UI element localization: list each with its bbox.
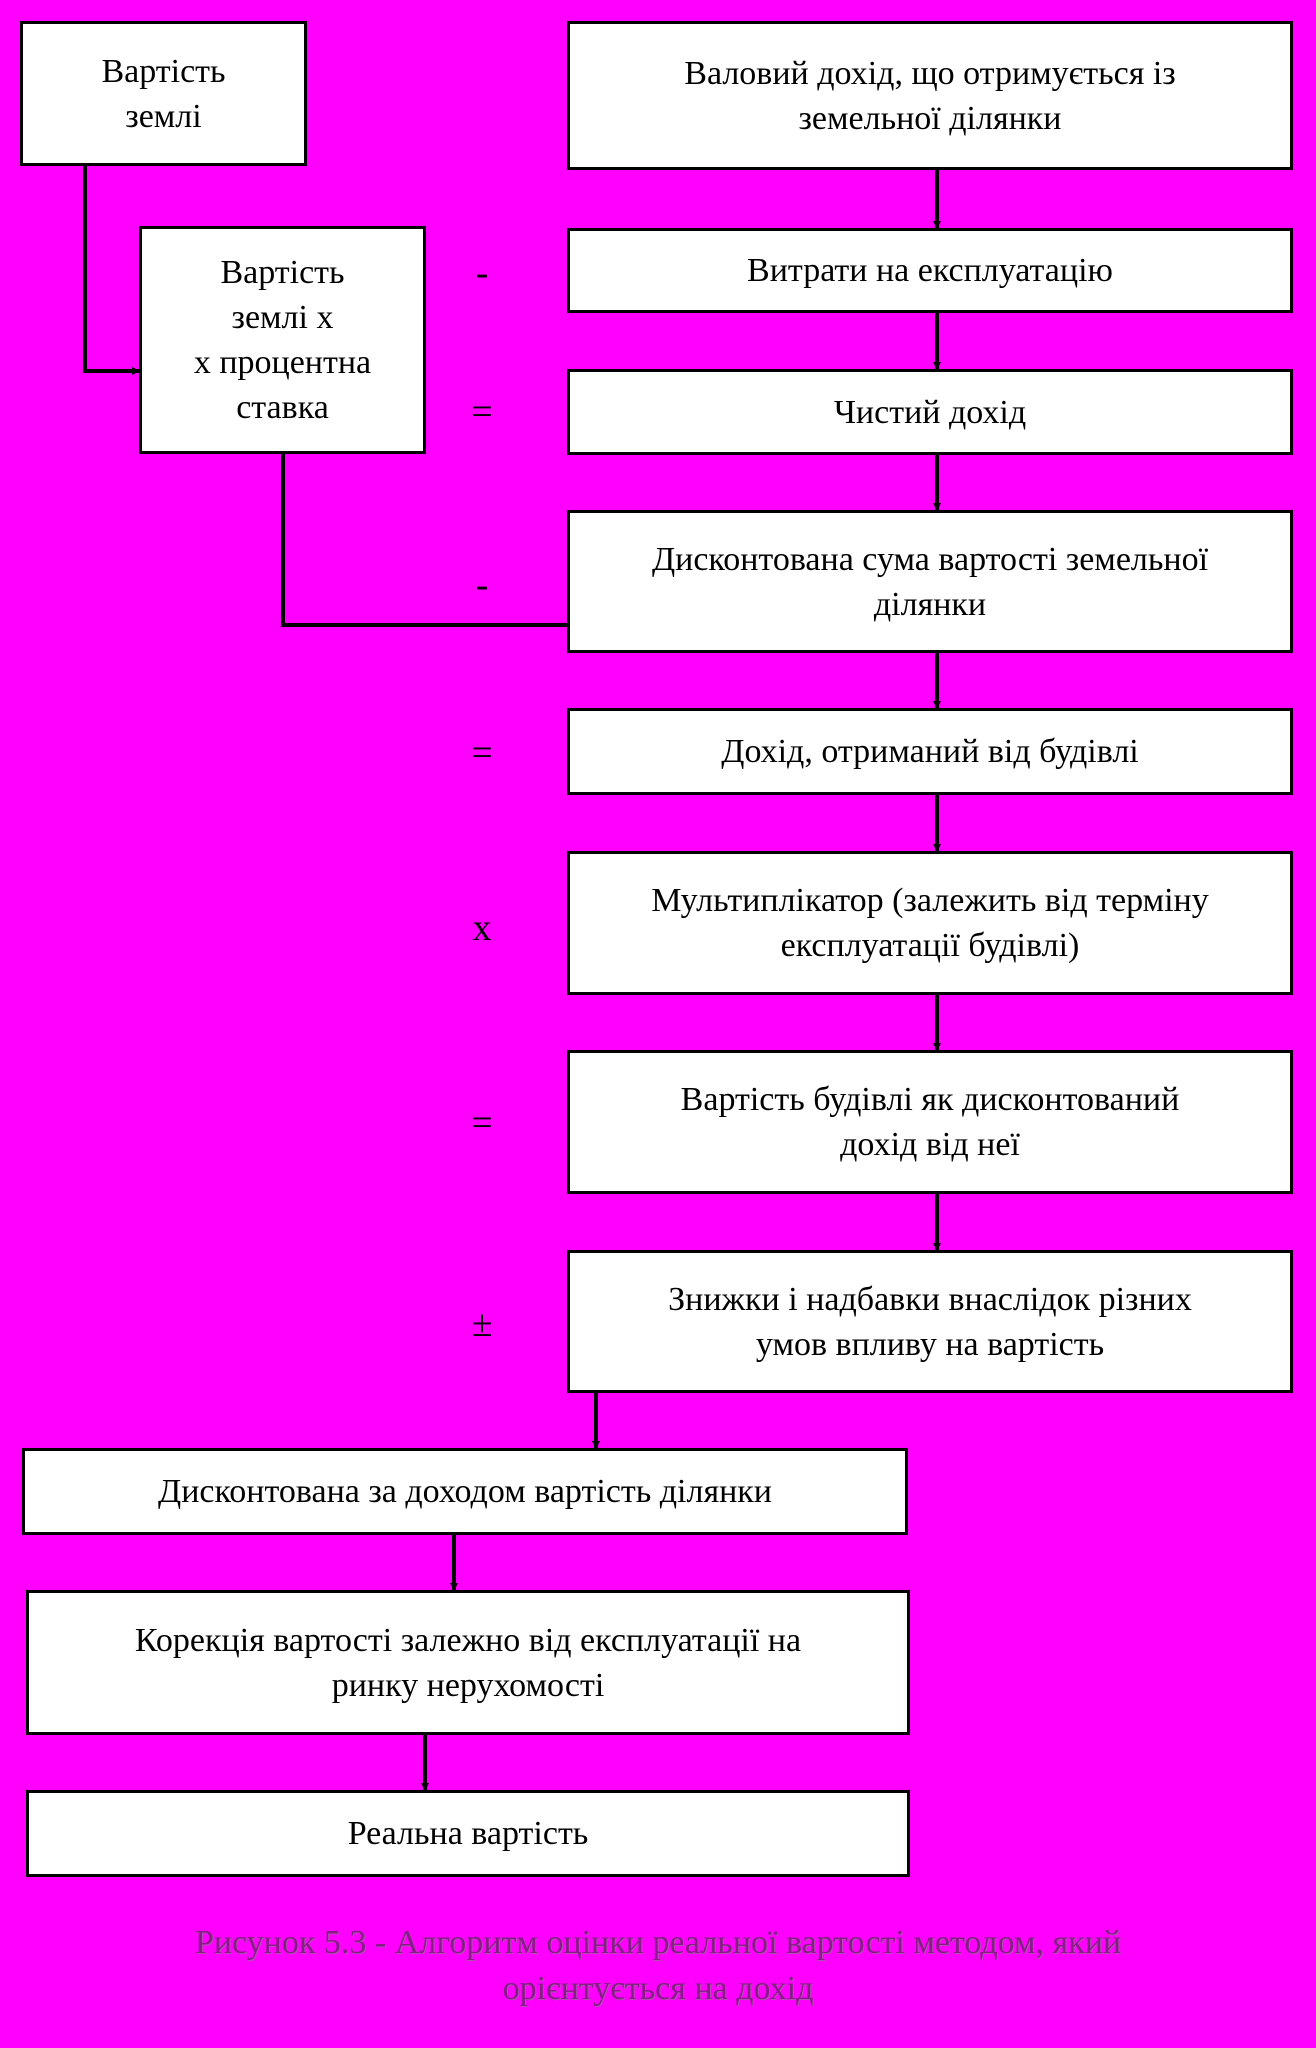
operator-equals-3: = [471,1102,493,1144]
operator-equals-1: = [471,391,493,433]
operating-costs-box: Витрати на експлуатацію [567,228,1293,313]
arrow-land-to-rate [83,166,140,375]
real-value-box: Реальна вартість [26,1790,910,1877]
correction-box: Корекція вартості залежно від експлуатац… [26,1590,910,1735]
building-income-box: Дохід, отриманий від будівлі [567,708,1293,795]
building-value-box: Вартість будівлі як дисконтований дохід … [567,1050,1293,1194]
net-income-box: Чистий дохід [567,369,1293,455]
line-rate-to-discounted [281,453,567,627]
discounted-income-value-box: Дисконтована за доходом вартість ділянки [22,1448,908,1535]
operator-times: х [472,907,492,949]
figure-caption: Рисунок 5.3 - Алгоритм оцінки реальної в… [194,1924,1122,2007]
discounted-land-box: Дисконтована сума вартості земельної діл… [567,510,1293,653]
gross-income-box: Валовий дохід, що отримується із земельн… [567,21,1293,170]
multiplier-box: Мультиплікатор (залежить від терміну екс… [567,851,1293,995]
operator-minus-1: - [475,252,489,294]
discounts-box: Знижки і надбавки внаслідок різних умов … [567,1250,1293,1393]
operator-minus-2: - [475,564,489,606]
operator-equals-2: = [471,732,493,774]
land-value-box: Вартість землі [20,21,307,166]
land-value-rate-box: Вартість землі х х процентна ставка [139,226,426,454]
operator-plus-minus: ± [471,1303,493,1345]
